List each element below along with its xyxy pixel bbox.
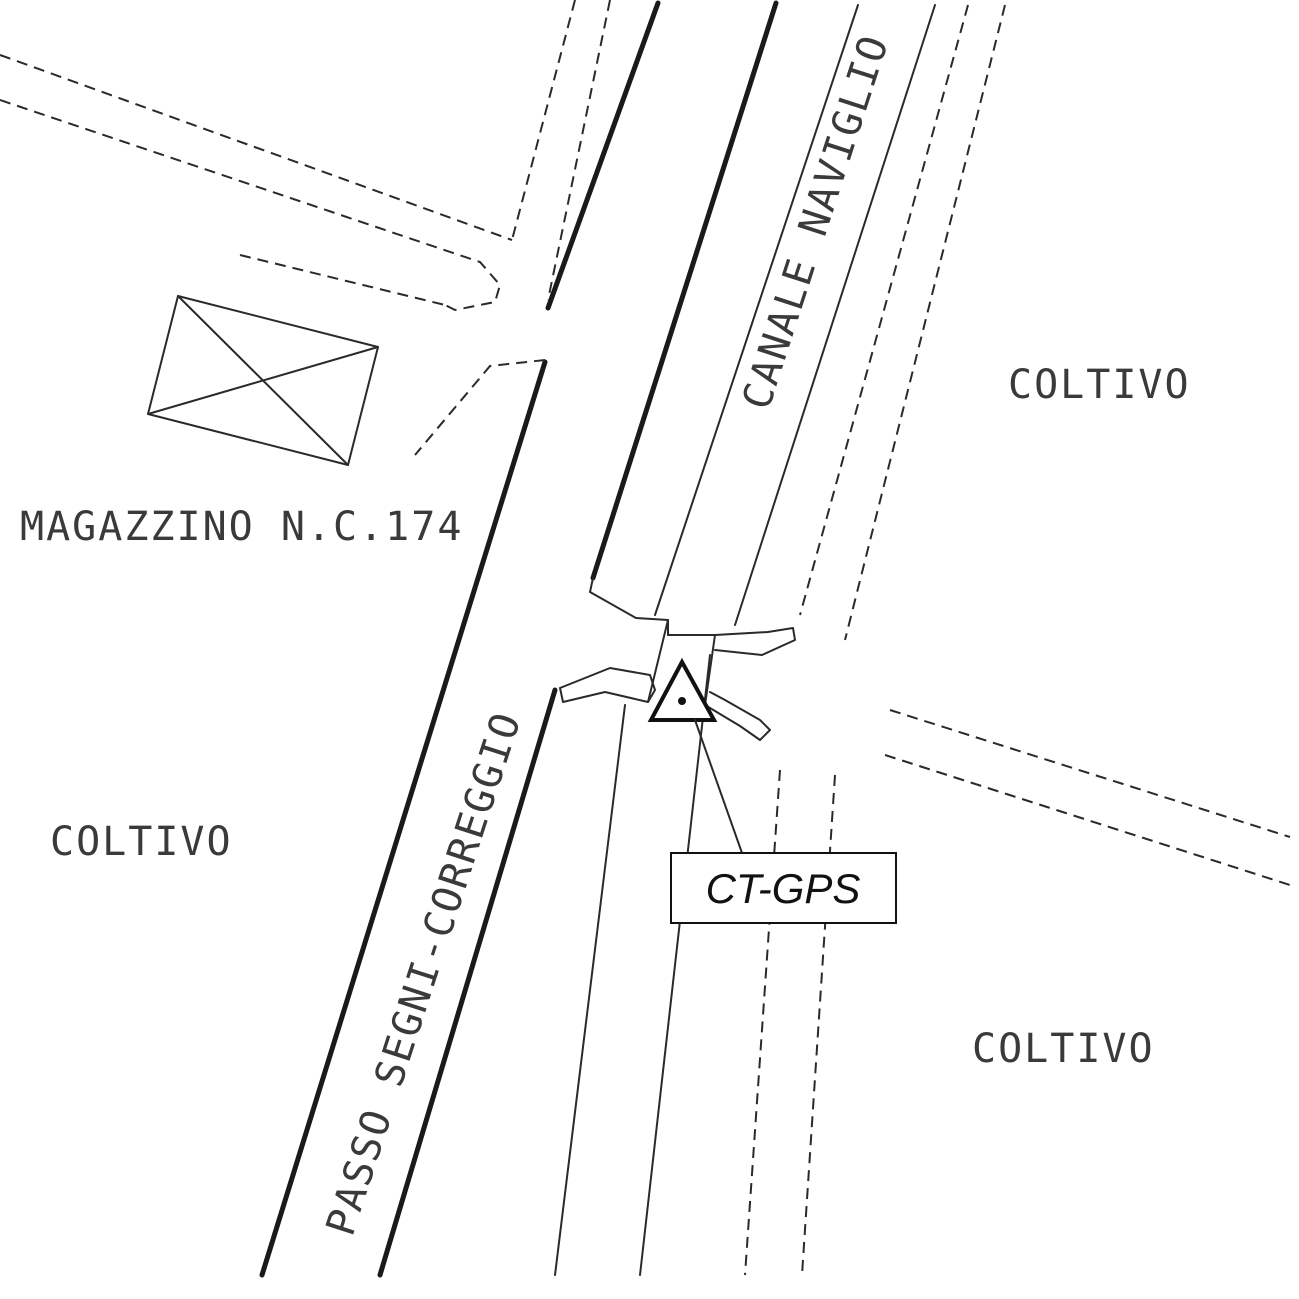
canal-lower-bank-1	[744, 769, 781, 1276]
track-warehouse-access	[414, 359, 546, 456]
survey-marker[interactable]: CT-GPS	[647, 657, 897, 924]
warehouse-diagonal-2	[147, 346, 379, 415]
warehouse-label: MAGAZZINO N.C.174	[20, 504, 463, 550]
bridge	[559, 577, 796, 741]
canal-right-bank-1	[799, 4, 969, 616]
track-right-2	[884, 754, 1291, 886]
track-top-left-1	[0, 54, 513, 241]
track-right-1	[889, 709, 1291, 838]
bridge-lower-right-wing	[704, 691, 771, 741]
marker-leader-line	[694, 719, 743, 854]
canal-lower-bank-2	[801, 774, 836, 1276]
road-upper-right-edge	[545, 0, 661, 311]
track-top-left-2	[0, 99, 502, 312]
canal-lower-mid	[639, 654, 711, 1276]
road-left-edge	[259, 359, 548, 1278]
canal-right-bank-2	[844, 4, 1006, 641]
road-label: PASSO SEGNI-CORREGGIO	[318, 706, 531, 1241]
marker-label: CT-GPS	[706, 865, 861, 912]
survey-point-dot-icon	[678, 697, 686, 705]
canal-lower-left	[554, 704, 626, 1276]
bridge-deck-right	[704, 634, 716, 706]
dashed-tracks	[0, 0, 1291, 886]
road-edges	[259, 0, 661, 1278]
canal-inner-right	[734, 4, 936, 626]
bridge-upper-left-wing	[589, 577, 669, 636]
canal-label: CANALE NAVIGLIO	[734, 29, 899, 415]
field-label-top-right: COLTIVO	[1008, 362, 1191, 408]
marker-label-box	[670, 852, 897, 924]
track-top-vertical-2	[547, 0, 611, 301]
canal-left-edge	[590, 0, 779, 581]
warehouse-symbol	[147, 295, 379, 466]
field-label-bottom-right: COLTIVO	[972, 1026, 1155, 1072]
bridge-deck-left	[647, 619, 669, 703]
bridge-lower-left-wing	[559, 667, 656, 703]
triangle-survey-point-icon[interactable]	[647, 657, 718, 722]
road-right-edge	[377, 687, 558, 1278]
bridge-upper-right-wing	[667, 627, 796, 656]
canal-edges	[554, 0, 1006, 1276]
track-top-vertical-1	[511, 0, 576, 241]
canal-inner-left	[654, 4, 859, 616]
field-label-left: COLTIVO	[50, 819, 233, 865]
track-mid-left	[239, 254, 446, 306]
